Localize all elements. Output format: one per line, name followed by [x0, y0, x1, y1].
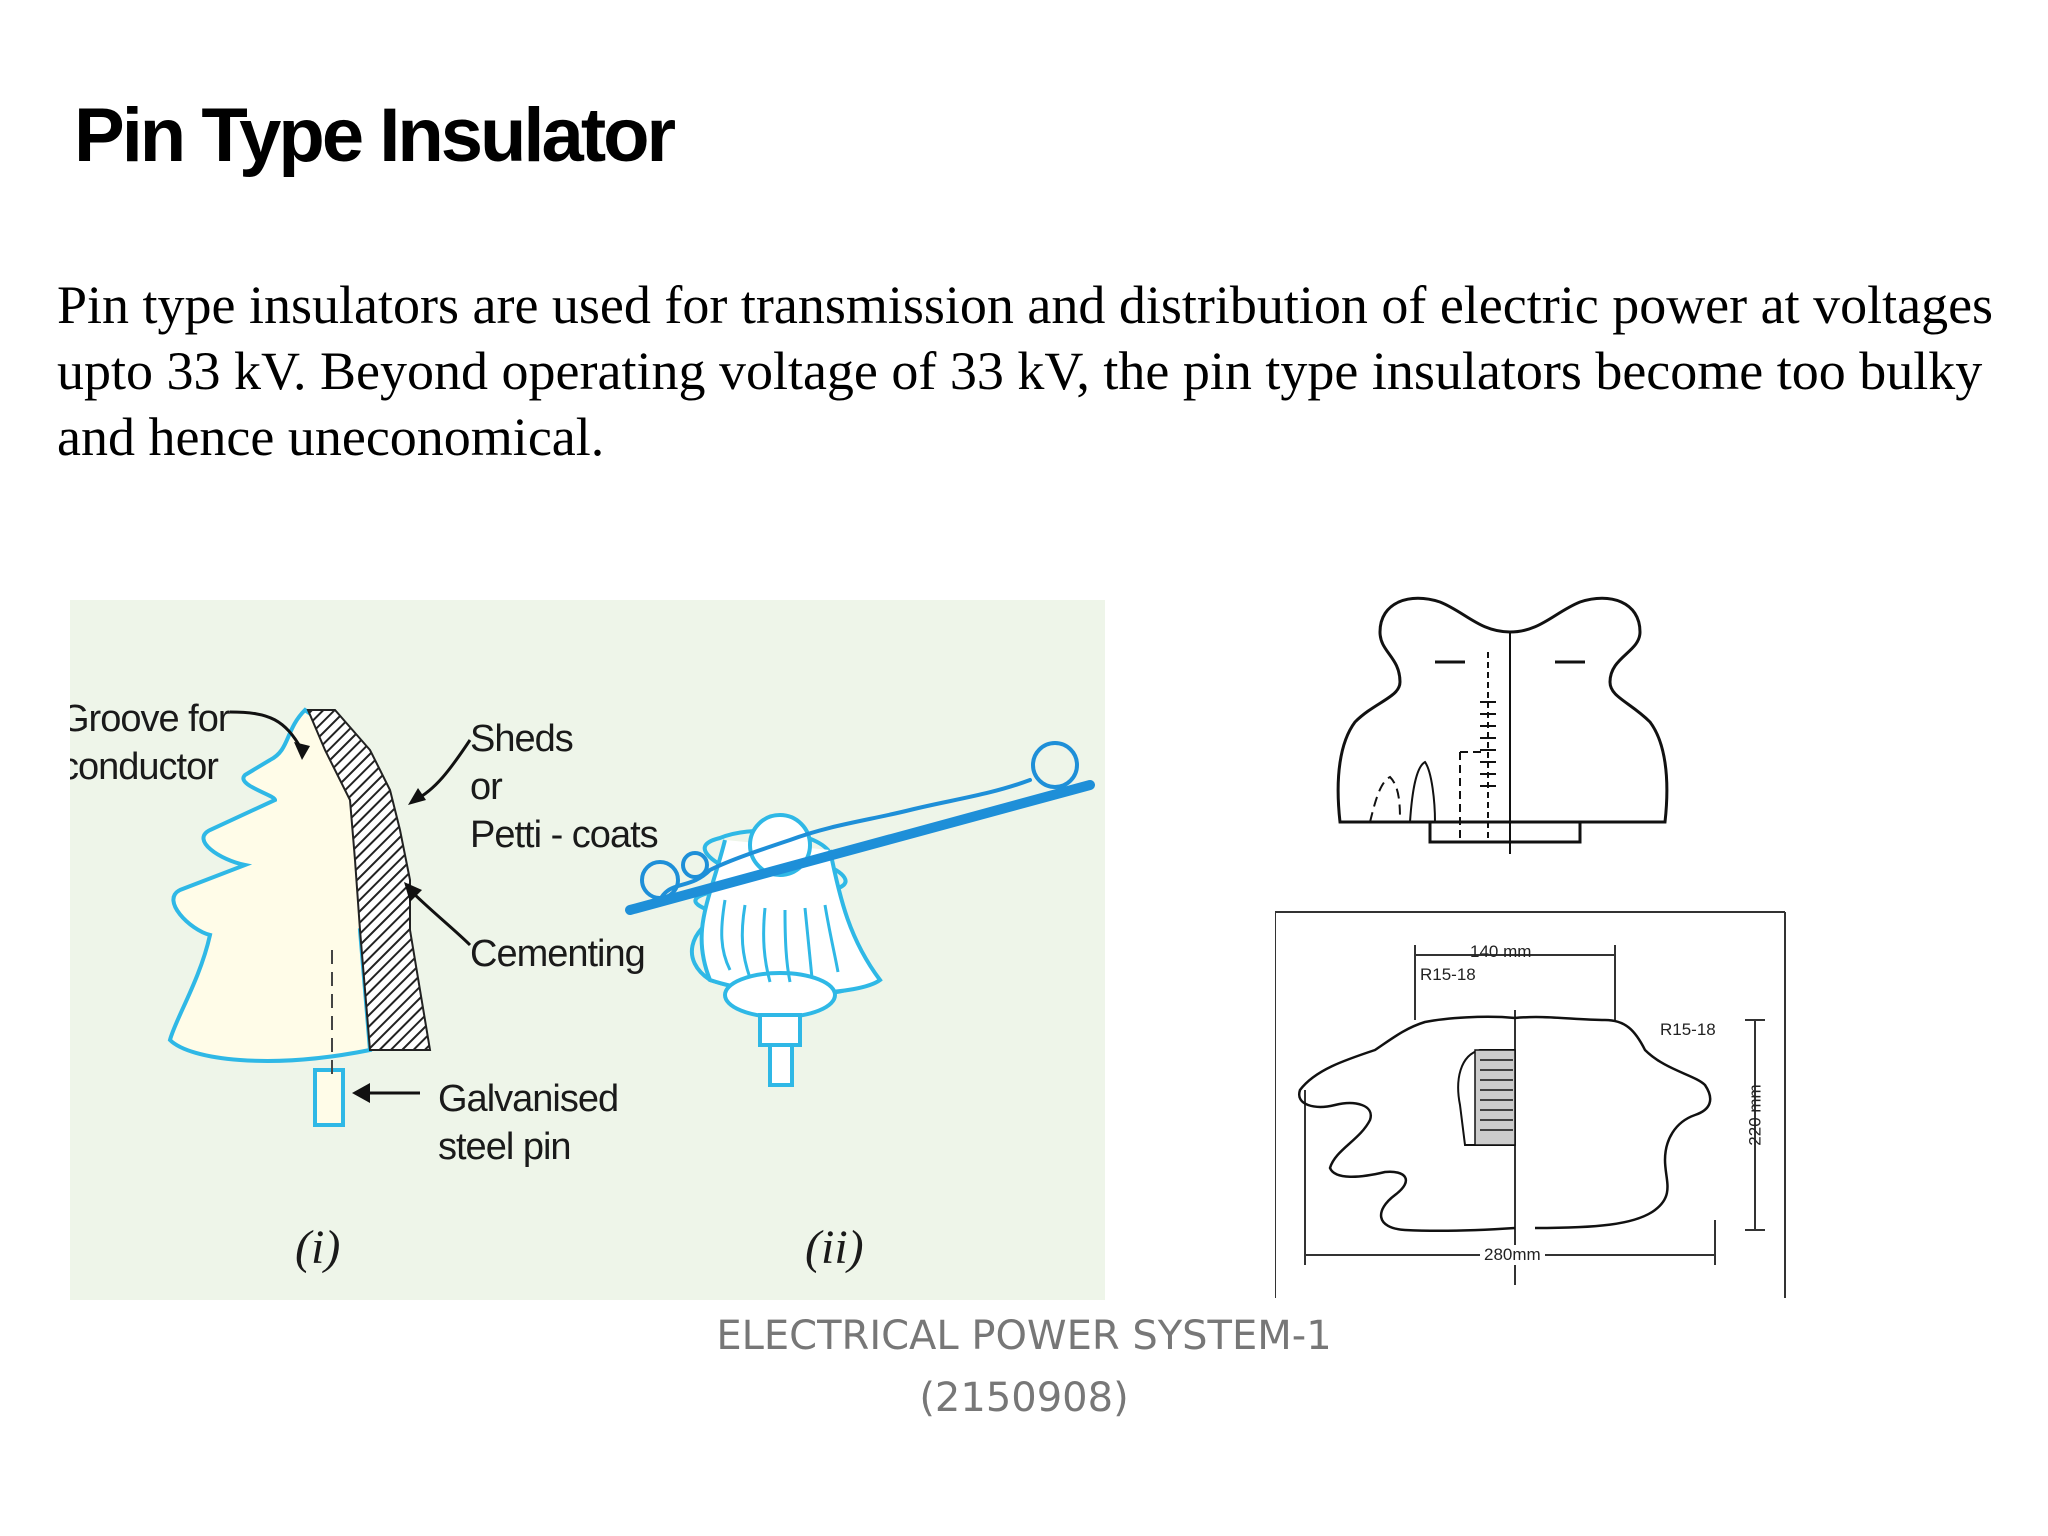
label-pin-line2: steel pin	[438, 1126, 572, 1168]
insulator-outline-svg	[1336, 596, 1669, 854]
slide-footer: ELECTRICAL POWER SYSTEM-1 (2150908)	[0, 1305, 2048, 1429]
dim-radius-left: R15-18	[1420, 965, 1476, 984]
insulator-dimension-svg	[1274, 911, 1786, 1298]
label-sheds-line3: Petti - coats	[470, 814, 659, 856]
dim-height: 220 mm	[1745, 1084, 1765, 1146]
dim-width-top: 140 mm	[1470, 942, 1532, 961]
label-groove-line1: Groove for	[70, 698, 231, 740]
label-cementing: Cementing	[470, 933, 646, 975]
slide-body-text: Pin type insulators are used for transmi…	[57, 275, 1994, 467]
slide-title: Pin Type Insulator	[74, 93, 676, 178]
caption-ii: (ii)	[805, 1221, 864, 1274]
conductor-wire	[625, 741, 1095, 915]
insulator-outline-drawing	[1320, 592, 1700, 877]
pin-insulator-drawing	[167, 707, 1095, 1127]
footer-course-name: ELECTRICAL POWER SYSTEM-1	[716, 1313, 1332, 1359]
label-sheds-line1: Sheds	[470, 718, 574, 760]
caption-i: (i)	[295, 1221, 341, 1274]
pin-insulator-diagram: Groove for conductor Sheds or Petti - co…	[70, 600, 1105, 1300]
label-sheds-line2: or	[470, 766, 503, 808]
insulator-i	[167, 707, 432, 1127]
footer-course-code: (2150908)	[919, 1375, 1129, 1421]
dim-radius-right: R15-18	[1660, 1020, 1716, 1039]
label-sheds: Sheds or Petti - coats	[470, 715, 659, 859]
label-galvanised-pin: Galvanised steel pin	[438, 1075, 619, 1171]
label-pin-line1: Galvanised	[438, 1078, 619, 1120]
label-groove: Groove for conductor	[70, 695, 231, 791]
dim-width-bottom: 280mm	[1480, 1245, 1545, 1265]
label-groove-line2: conductor	[70, 746, 219, 788]
insulator-dimension-drawing: 140 mm R15-18 R15-18 220 mm 280mm	[1274, 910, 1795, 1305]
